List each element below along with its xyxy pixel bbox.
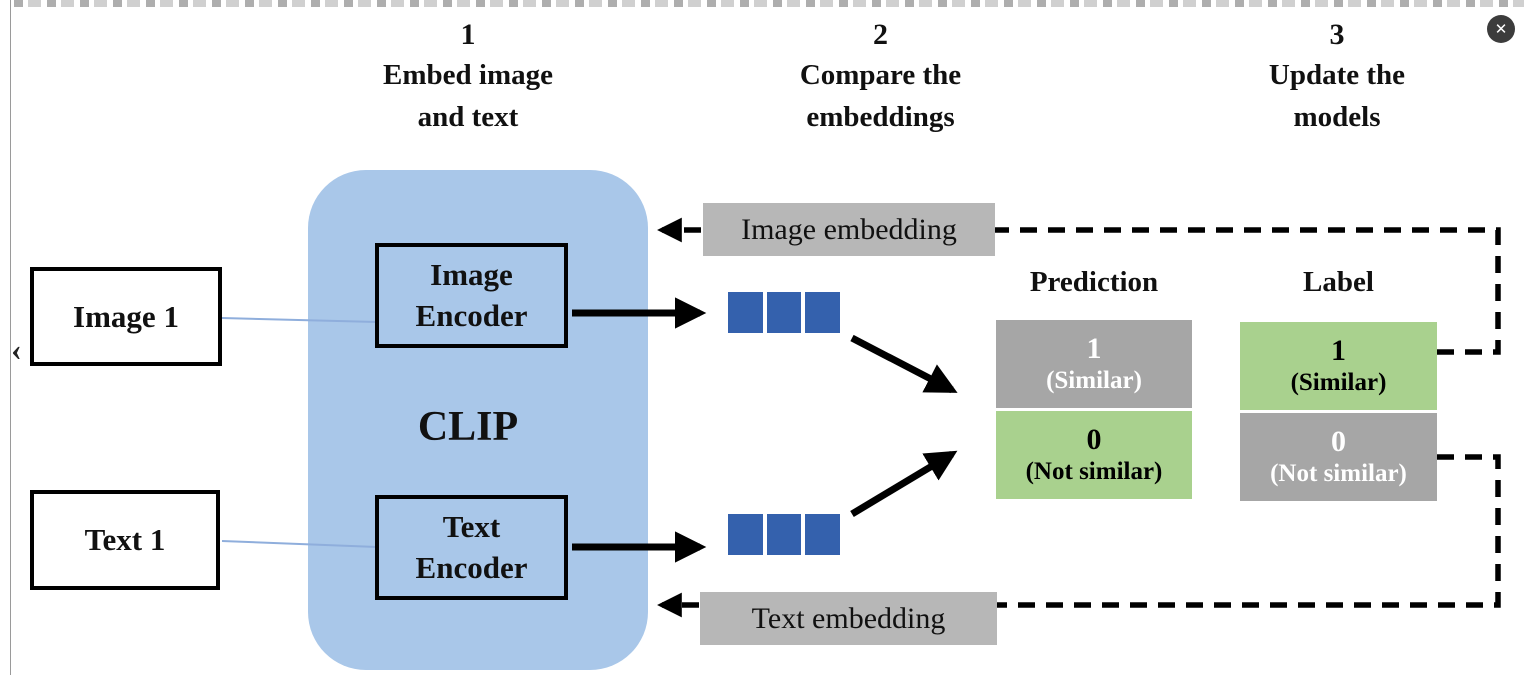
vector-cell	[766, 292, 802, 333]
text-encoder-box: Text Encoder	[375, 495, 568, 600]
text-encoder-label: Text Encoder	[415, 508, 528, 585]
step-1-title: Embed image and text	[383, 59, 553, 133]
step-2-header: 2 Compare the embeddings	[758, 16, 1003, 138]
vector-cell	[728, 514, 763, 555]
image-embedding-label-box: Image embedding	[703, 203, 995, 256]
prediction-not-similar-caption: (Not similar)	[1025, 458, 1163, 485]
image-input-box: Image 1	[30, 267, 222, 366]
prediction-row-not-similar: 0 (Not similar)	[996, 411, 1192, 499]
step-1-number: 1	[460, 18, 476, 51]
step-1-header: 1 Embed image and text	[343, 16, 593, 138]
text-embedding-label: Text embedding	[751, 601, 946, 635]
left-border-line	[10, 0, 11, 675]
vector-cell	[766, 514, 802, 555]
text-embedding-vector	[728, 514, 841, 555]
previous-image-icon[interactable]: ‹	[11, 331, 22, 367]
prediction-similar-caption: (Similar)	[1046, 367, 1142, 394]
close-icon: ✕	[1494, 21, 1508, 38]
image-embedding-label: Image embedding	[741, 212, 957, 246]
label-similar-caption: (Similar)	[1290, 369, 1387, 396]
label-row-similar: 1 (Similar)	[1240, 322, 1437, 410]
step-3-number: 3	[1329, 18, 1345, 51]
label-table: 1 (Similar) 0 (Not similar)	[1240, 322, 1437, 501]
text-input-box: Text 1	[30, 490, 220, 590]
prediction-table: 1 (Similar) 0 (Not similar)	[996, 320, 1192, 499]
prediction-row-similar: 1 (Similar)	[996, 320, 1192, 408]
image-embedding-compare-arrow	[850, 334, 958, 394]
text-input-label: Text 1	[84, 522, 166, 557]
close-button[interactable]: ✕	[1487, 15, 1515, 43]
label-not-similar-value: 0	[1331, 425, 1346, 458]
label-not-similar-caption: (Not similar)	[1270, 460, 1407, 487]
image-encoder-label: Image Encoder	[415, 256, 528, 333]
prediction-not-similar-value: 0	[1086, 423, 1102, 456]
step-2-number: 2	[873, 18, 888, 51]
prediction-similar-value: 1	[1086, 332, 1102, 365]
label-title: Label	[1303, 266, 1374, 298]
text-embedding-compare-arrow	[850, 450, 958, 518]
step-3-title: Update the models	[1268, 59, 1406, 133]
vector-cell	[805, 514, 841, 555]
image-embedding-vector	[728, 292, 841, 333]
vector-cell	[728, 292, 763, 333]
step-2-title: Compare the embeddings	[799, 59, 962, 133]
label-similar-value: 1	[1331, 334, 1346, 367]
vector-cell	[805, 292, 841, 333]
image-input-label: Image 1	[73, 298, 179, 334]
image-encoder-box: Image Encoder	[375, 243, 568, 348]
label-row-not-similar: 0 (Not similar)	[1240, 413, 1437, 501]
clip-model-container	[308, 170, 648, 670]
prediction-title: Prediction	[1029, 266, 1159, 298]
text-embedding-label-box: Text embedding	[700, 592, 997, 645]
background-page-text	[14, 0, 1524, 7]
clip-label: CLIP	[417, 404, 519, 450]
step-3-header: 3 Update the models	[1212, 16, 1462, 138]
